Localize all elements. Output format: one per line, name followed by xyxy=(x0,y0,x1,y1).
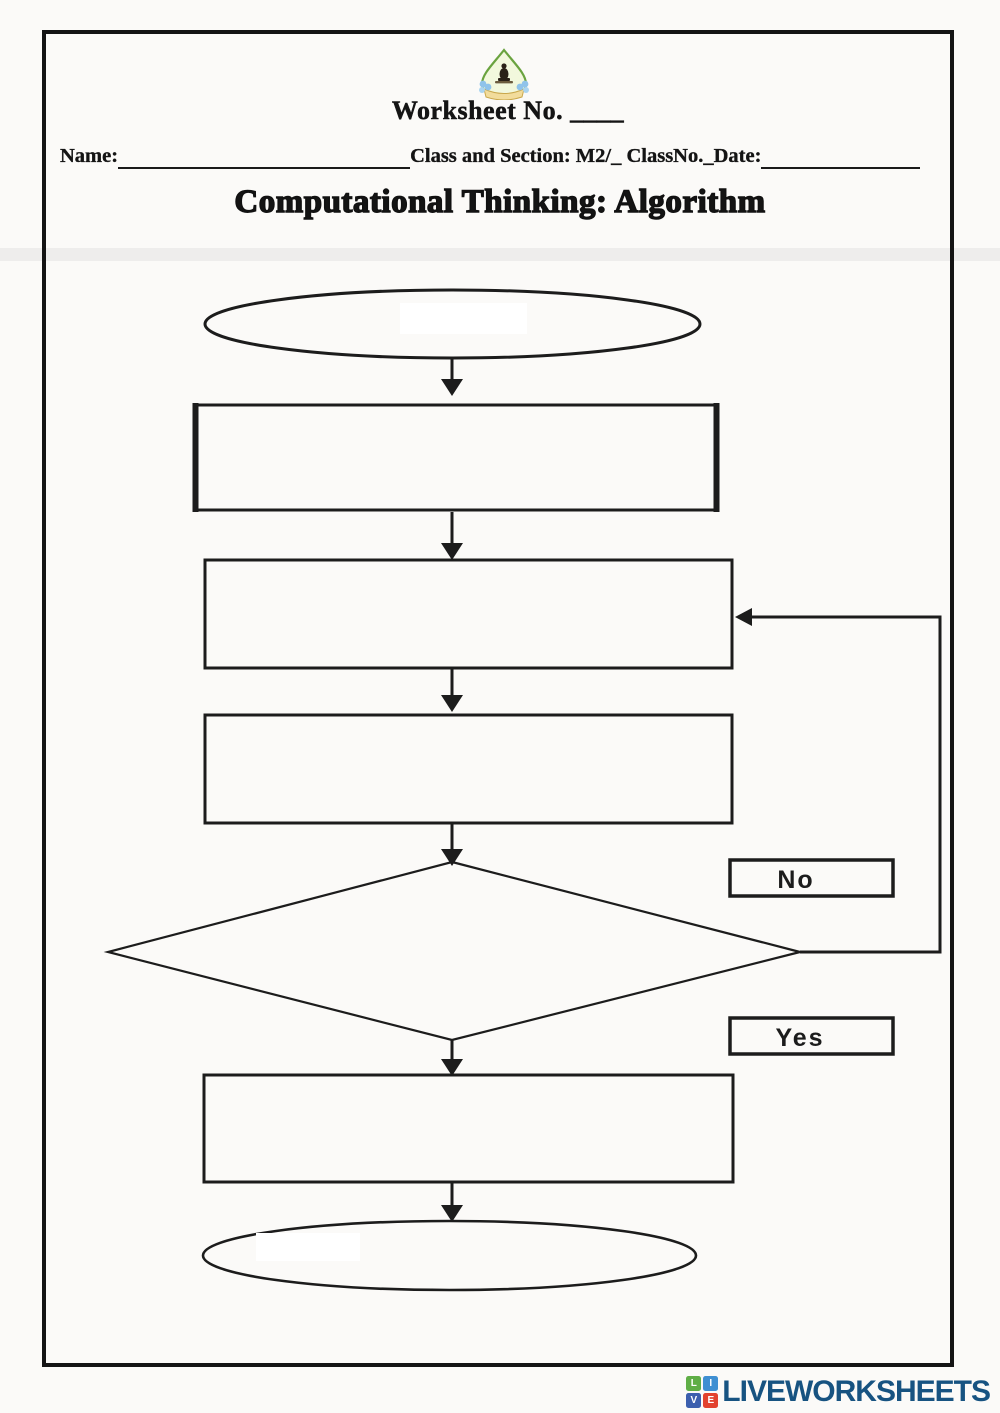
no-label-box xyxy=(728,858,895,898)
arrow-down-6-head xyxy=(441,1205,463,1222)
yes-label-box xyxy=(728,1016,895,1056)
no-label: No xyxy=(777,866,814,894)
arrow-down-4-head xyxy=(441,849,463,866)
answer-input-end[interactable] xyxy=(256,1233,360,1261)
answer-input-start[interactable] xyxy=(400,303,527,334)
process-box-4[interactable] xyxy=(202,1073,735,1184)
flower-icon-left xyxy=(479,80,492,93)
process-box-3[interactable] xyxy=(203,713,734,825)
loop-back-line xyxy=(752,615,942,954)
class-section-label: Class and Section: M2/_ ClassNo._Date: xyxy=(410,145,762,167)
process-box-1[interactable] xyxy=(192,403,720,512)
liveworksheets-grid-icon: L I V E xyxy=(686,1376,719,1408)
yes-label: Yes xyxy=(775,1024,824,1052)
icon-tile-e: E xyxy=(703,1393,719,1408)
student-info-row: Name: Class and Section: M2/_ ClassNo._D… xyxy=(60,143,920,169)
arrow-down-5-head xyxy=(441,1059,463,1076)
decision-diamond[interactable] xyxy=(103,860,801,1042)
arrow-down-3-head xyxy=(441,695,463,712)
flower-icon-right xyxy=(516,80,529,93)
liveworksheets-logo[interactable]: L I V E LIVEWORKSHEETS xyxy=(686,1374,991,1410)
school-crest-icon xyxy=(479,48,529,100)
scan-artifact-band xyxy=(0,248,1000,261)
name-label: Name: xyxy=(60,145,119,167)
crest-figure xyxy=(495,63,513,84)
page-title: Computational Thinking: Algorithm xyxy=(234,183,766,220)
end-terminator-oval[interactable] xyxy=(201,1219,698,1292)
crest-banner xyxy=(483,88,525,100)
arrow-down-1-head xyxy=(441,379,463,396)
arrow-down-2-head xyxy=(441,543,463,560)
date-field-line xyxy=(761,145,920,169)
worksheet-number-label: Worksheet No. ____ xyxy=(391,96,625,126)
icon-tile-i: I xyxy=(703,1376,719,1391)
process-box-2[interactable] xyxy=(203,558,734,670)
name-field-line xyxy=(118,145,411,169)
icon-tile-l: L xyxy=(686,1376,702,1391)
page-border xyxy=(42,30,954,1367)
loop-back-arrow-head xyxy=(735,608,752,626)
icon-tile-v: V xyxy=(686,1393,702,1408)
liveworksheets-wordmark: LIVEWORKSHEETS xyxy=(722,1375,991,1408)
